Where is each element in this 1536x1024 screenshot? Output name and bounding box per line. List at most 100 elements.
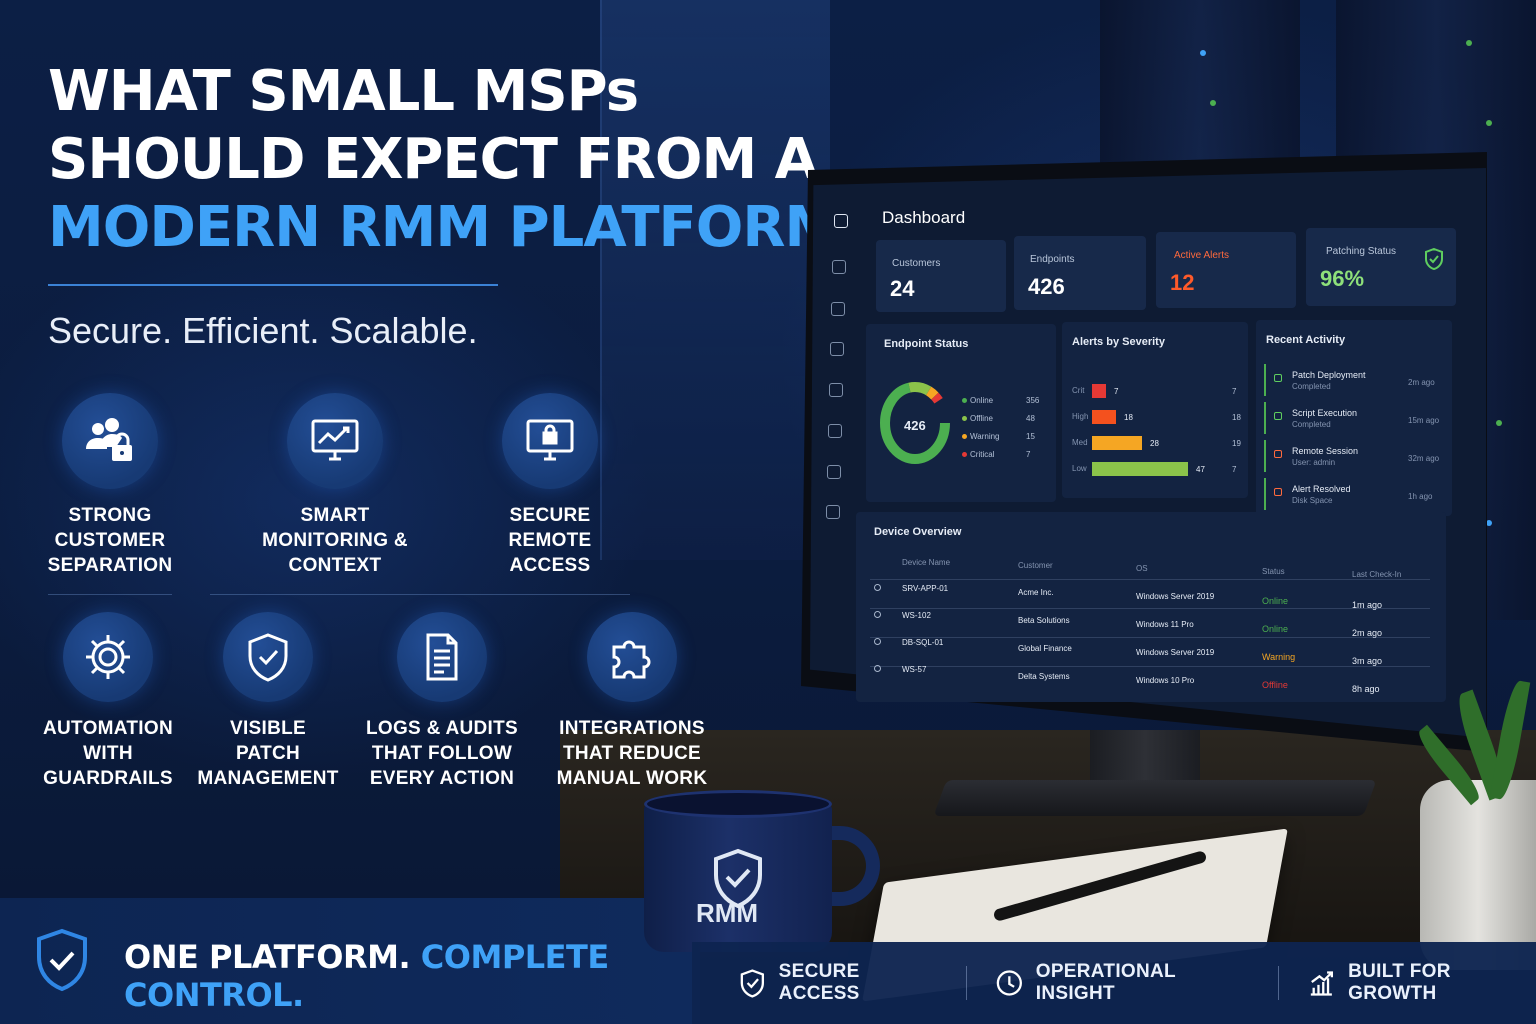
activity-marker (1264, 440, 1266, 472)
device-os: Windows 10 Pro (1136, 676, 1195, 685)
stat-card-patching[interactable]: Patching Status 96% (1306, 228, 1456, 306)
activity-time: 2m ago (1408, 378, 1435, 387)
stat-label: Customers (892, 258, 941, 269)
severity-right-value: 18 (1232, 413, 1241, 422)
endpoint-total: 426 (904, 418, 926, 433)
device-checkin: 8h ago (1352, 684, 1380, 694)
column-header: Last Check-In (1352, 570, 1402, 579)
feature-label: LOGS & AUDITS THAT FOLLOW EVERY ACTION (365, 718, 519, 789)
feature-label: AUTOMATION WITH GUARDRAILS (42, 718, 173, 789)
feature-label: VISIBLE PATCH MANAGEMENT (197, 718, 339, 789)
activity-title: Patch Deployment (1292, 370, 1366, 380)
feature-logs-audits: LOGS & AUDITS THAT FOLLOW EVERY ACTION (352, 612, 532, 791)
column-header: Customer (1018, 561, 1053, 570)
clock-icon (996, 970, 1023, 996)
shield-check-icon (223, 612, 313, 702)
pill-operational-insight: OPERATIONAL INSIGHT (995, 961, 1250, 1005)
monitor-chart-icon (287, 393, 383, 489)
activity-marker (1264, 364, 1266, 396)
device-status: Warning (1262, 652, 1296, 662)
device-icon (874, 665, 881, 672)
device-customer: Beta Solutions (1018, 616, 1070, 625)
activity-sub: Completed (1292, 382, 1331, 391)
scripts-icon[interactable] (828, 424, 842, 438)
activity-icon (1274, 374, 1282, 382)
stat-value: 96% (1320, 266, 1365, 291)
device-icon (874, 638, 881, 645)
feature-customer-separation: STRONG CUSTOMER SEPARATION (20, 393, 200, 578)
building-icon[interactable] (832, 260, 846, 274)
severity-value: 18 (1124, 413, 1133, 422)
feature-divider (210, 594, 630, 595)
device-os: Windows 11 Pro (1136, 620, 1194, 629)
panel-title: Device Overview (874, 526, 962, 538)
patch-icon[interactable] (829, 383, 843, 397)
monitor-icon[interactable] (830, 342, 844, 356)
severity-value: 28 (1150, 439, 1159, 448)
feature-smart-monitoring: SMART MONITORING & CONTEXT (245, 393, 425, 578)
panel-title: Recent Activity (1266, 334, 1346, 346)
stat-value: 24 (890, 276, 915, 301)
activity-title: Script Execution (1292, 408, 1358, 418)
plant-pot (1420, 780, 1536, 970)
monitor-lock-icon (502, 393, 598, 489)
activity-marker (1264, 478, 1266, 510)
users-lock-icon (62, 393, 158, 489)
slogan-blue: COMPLETE CONTROL. (124, 938, 609, 1014)
feature-patch-management: VISIBLE PATCH MANAGEMENT (190, 612, 346, 791)
legend-dot (962, 434, 967, 439)
activity-time: 1h ago (1408, 492, 1433, 501)
tagline: Secure. Efficient. Scalable. (48, 310, 478, 351)
device-status: Online (1262, 624, 1289, 634)
stat-label: Active Alerts (1174, 250, 1230, 261)
feature-label: SECURE REMOTE ACCESS (508, 505, 592, 576)
severity-right-value: 19 (1232, 439, 1241, 448)
column-header: Status (1262, 567, 1285, 576)
severity-value: 47 (1196, 465, 1205, 474)
monitor-base (933, 780, 1377, 816)
severity-label: Med (1072, 438, 1088, 447)
feature-label: SMART MONITORING & CONTEXT (262, 505, 408, 576)
activity-time: 15m ago (1408, 416, 1440, 425)
settings-icon[interactable] (826, 505, 840, 519)
headline-line-3: MODERN RMM PLATFORM (48, 195, 840, 260)
activity-sub: User: admin (1292, 458, 1336, 467)
stat-card-customers[interactable]: Customers 24 (876, 240, 1006, 312)
shield-check-icon (37, 928, 87, 992)
device-checkin: 2m ago (1352, 628, 1383, 638)
row-divider (870, 579, 1430, 580)
lock-icon[interactable] (831, 302, 845, 316)
stat-value: 12 (1170, 270, 1195, 295)
bottom-slogan: ONE PLATFORM. COMPLETE CONTROL. (124, 938, 700, 1014)
device-status: Online (1262, 596, 1289, 606)
legend-value: 15 (1026, 432, 1035, 441)
legend-dot (962, 416, 967, 421)
device-customer: Delta Systems (1018, 672, 1070, 681)
device-icon (874, 611, 881, 618)
value-strip: SECURE ACCESS OPERATIONAL INSIGHT BUILT … (692, 942, 1536, 1024)
endpoint-donut (880, 382, 950, 464)
severity-label: Crit (1072, 386, 1085, 395)
users-icon[interactable] (827, 465, 841, 479)
slogan-white: ONE PLATFORM. (124, 938, 411, 976)
feature-secure-remote-access: SECURE REMOTE ACCESS (460, 393, 640, 578)
legend-label: Offline (970, 414, 993, 423)
headline-line-2: SHOULD EXPECT FROM A (48, 127, 818, 192)
stat-card-endpoints[interactable]: Endpoints 426 (1014, 236, 1146, 310)
stat-card-active-alerts[interactable]: Active Alerts 12 (1156, 232, 1296, 308)
severity-right-value: 7 (1232, 387, 1237, 396)
home-icon[interactable] (834, 214, 848, 228)
legend-label: Warning (970, 432, 1000, 441)
device-status: Offline (1262, 680, 1288, 690)
activity-sub: Disk Space (1292, 496, 1333, 505)
severity-bar (1092, 384, 1106, 398)
shield-check-icon (740, 969, 764, 998)
device-name: SRV-APP-01 (902, 584, 949, 593)
device-icon (874, 584, 881, 591)
